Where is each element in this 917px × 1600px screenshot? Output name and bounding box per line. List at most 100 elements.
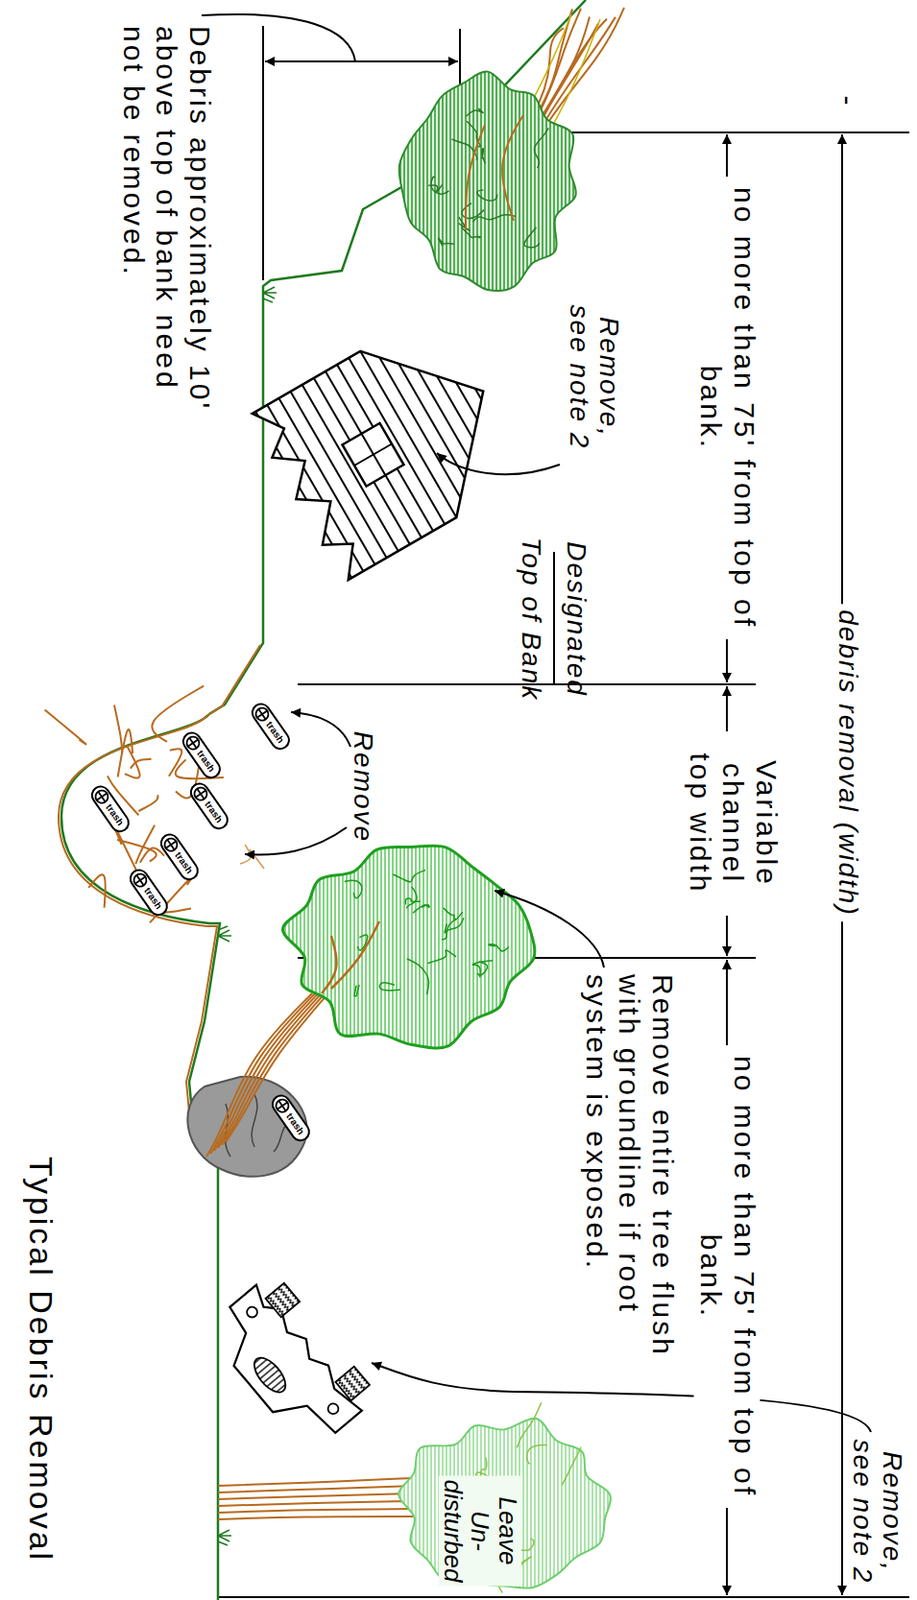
trash-symbol xyxy=(192,785,210,803)
note-label: Debris approximately 10' above top of ba… xyxy=(117,25,218,449)
leader-lines xyxy=(201,14,356,62)
vehicle-light xyxy=(325,1401,340,1417)
trash-symbol xyxy=(184,734,202,752)
trash-symbol xyxy=(192,785,210,803)
tree-trunk xyxy=(217,1517,413,1521)
drawing-title: Typical Debris Removal xyxy=(22,1157,60,1564)
debris-branch xyxy=(130,759,152,770)
note-label: - xyxy=(831,96,866,109)
debris-branch xyxy=(135,825,155,865)
foliage-stroke xyxy=(392,869,426,882)
remove-tree xyxy=(206,845,535,1158)
foliage-stroke xyxy=(561,1447,581,1486)
trash-symbol xyxy=(253,705,271,724)
tree-trunk xyxy=(214,988,324,1152)
extension-lines xyxy=(217,1596,910,1599)
foliage-stroke xyxy=(478,962,488,976)
trash-symbol xyxy=(253,705,271,724)
foliage-stroke xyxy=(405,898,420,906)
tree-crown xyxy=(398,1419,611,1590)
tree-trunk xyxy=(217,1509,413,1514)
debris-pile xyxy=(45,686,265,924)
vehicle-light xyxy=(244,1304,260,1320)
tree-crown xyxy=(282,845,534,1049)
foliage-stroke xyxy=(488,944,509,952)
grass-tufts xyxy=(217,1530,232,1546)
debris-branch xyxy=(168,748,182,777)
trash-symbol xyxy=(131,871,149,890)
debris-branch xyxy=(45,709,87,745)
trash-symbol xyxy=(184,734,202,752)
tree-trunk xyxy=(217,1478,413,1487)
note-label: Leave Un-disturbed xyxy=(438,1476,522,1588)
foliage-stroke xyxy=(354,985,360,997)
leader-lines xyxy=(290,712,351,748)
trash-label: trash xyxy=(201,799,225,826)
house-window-cross xyxy=(342,423,405,487)
foliage-stroke xyxy=(472,961,493,979)
note-label: no more than 75' from top of bank. xyxy=(694,176,761,640)
trash-symbol xyxy=(131,871,149,890)
note-label: debris removal (width) xyxy=(833,603,864,922)
tree-trunk xyxy=(217,1486,413,1494)
house-outline xyxy=(247,308,531,583)
note-label: Remove xyxy=(348,731,379,844)
vehicle-body xyxy=(203,1282,365,1456)
foliage-stroke xyxy=(477,190,498,201)
vehicle-window xyxy=(248,1352,291,1399)
trash-symbol xyxy=(162,836,180,854)
foliage-stroke xyxy=(427,950,457,965)
debris-branch xyxy=(138,795,158,812)
trash-symbol xyxy=(93,788,111,806)
foliage-stroke xyxy=(407,959,430,995)
foliage-stroke xyxy=(482,148,486,164)
tree-trunk xyxy=(210,990,318,1155)
foliage-stroke xyxy=(460,227,481,239)
foliage-stroke xyxy=(516,1402,541,1448)
tree-branch xyxy=(321,936,337,994)
tree-trunk xyxy=(217,1501,413,1507)
rock xyxy=(187,1077,307,1178)
foliage-stroke xyxy=(344,880,362,898)
house-debris xyxy=(247,308,531,583)
foliage-stroke xyxy=(533,127,549,169)
dimension-arrows xyxy=(265,60,459,63)
trash-label: trash xyxy=(263,720,287,747)
foliage-stroke xyxy=(443,908,463,921)
debris-branch xyxy=(88,874,105,909)
debris-branch xyxy=(114,705,122,755)
trash-capsule: trash xyxy=(156,830,203,886)
trash-symbol xyxy=(93,788,111,806)
tree-trunk xyxy=(217,985,330,1149)
foliage-stroke xyxy=(465,108,483,117)
house-window xyxy=(342,423,405,487)
trash-capsule: trash xyxy=(178,728,225,784)
tree-crown xyxy=(399,72,577,291)
foliage-stroke xyxy=(379,983,401,991)
undisturbed-tree xyxy=(217,1402,611,1593)
note-label: Top of Bank xyxy=(516,537,547,701)
ground-line xyxy=(61,0,586,1600)
leader-lines xyxy=(201,14,871,1433)
trash-capsule: trash xyxy=(186,779,233,835)
trash-capsule: trash xyxy=(247,699,294,755)
debris-branch xyxy=(249,849,265,869)
note-label: Remove entire tree flush with groundline… xyxy=(579,974,680,1369)
vehicle-debris xyxy=(203,1271,380,1456)
leader-lines xyxy=(371,1363,871,1433)
trash-symbol xyxy=(273,1097,291,1115)
foliage-stroke xyxy=(473,215,516,223)
note-label: Designated xyxy=(561,541,592,698)
trash-label: trash xyxy=(171,850,195,877)
trash-label: trash xyxy=(102,802,126,829)
note-label: Variable channel top width xyxy=(682,731,783,917)
tree-branch xyxy=(502,115,524,221)
foliage-stroke xyxy=(438,238,455,246)
trash-label: trash xyxy=(141,886,165,913)
tree-trunk xyxy=(206,993,313,1158)
tree-branch xyxy=(331,921,380,990)
trash-capsule: trash xyxy=(87,782,134,838)
extension-lines xyxy=(217,25,910,1598)
foliage-stroke xyxy=(441,917,464,940)
